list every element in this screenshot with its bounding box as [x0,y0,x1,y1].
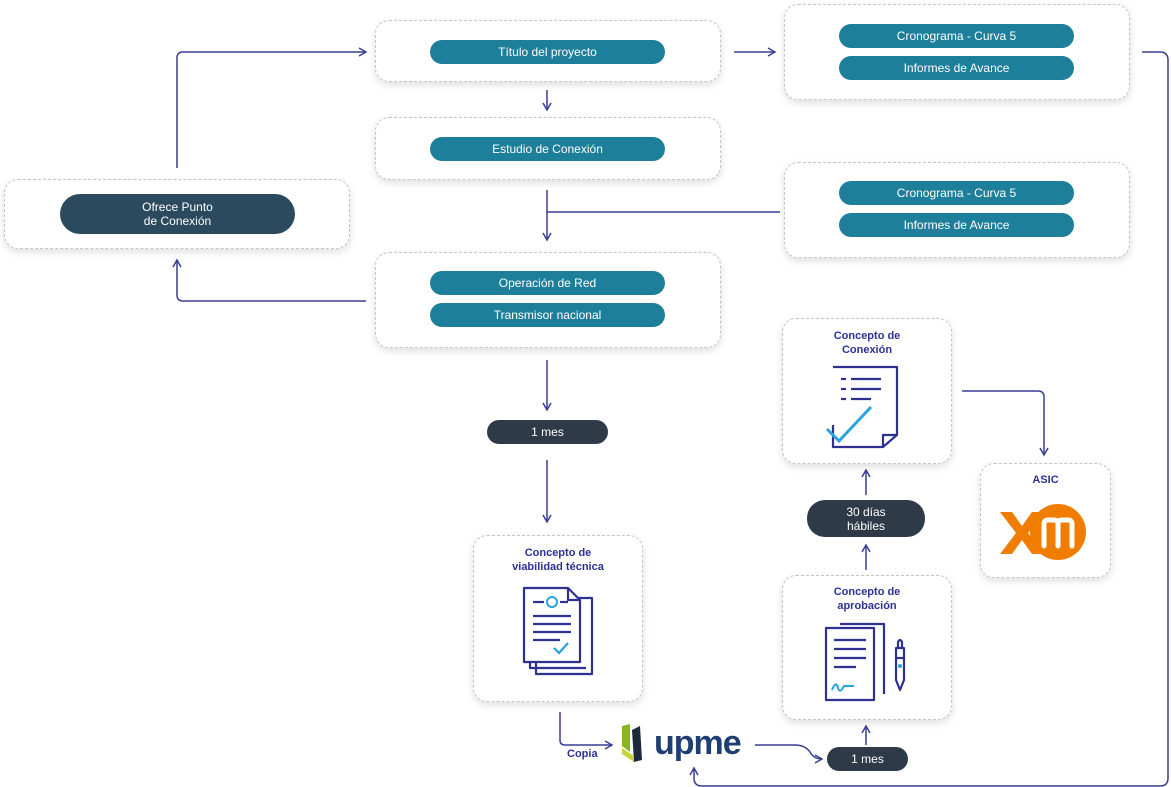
ofrece-pill[interactable]: Ofrece Punto de Conexión [60,194,295,234]
arrow-conexion-to-asic [962,390,1049,457]
mes-pill-2[interactable]: 1 mes [827,747,908,771]
arrow-ofrece-to-titulo [176,47,368,168]
arrow-upme-to-mes [755,744,824,764]
transmisor-pill[interactable]: Transmisor nacional [430,303,665,327]
svg-text:upme: upme [654,724,741,762]
cronograma-card-2 [784,162,1130,258]
arrow-viabilidad-to-upme [559,712,614,750]
asic-title: ASIC [1032,474,1059,486]
document-check-icon [825,365,899,449]
documents-pen-icon [824,622,906,702]
operacion-card [375,252,721,348]
operacion-pill[interactable]: Operación de Red [430,271,665,295]
documents-stack-icon [522,586,594,676]
copia-label: Copia [567,748,598,760]
cronograma-card-1 [784,4,1130,100]
arrow-cronograma-loop-to-upme [689,51,1169,787]
arrow-operacion-to-ofrece [172,258,366,302]
titulo-pill[interactable]: Título del proyecto [430,40,665,64]
mes-pill-1[interactable]: 1 mes [487,420,608,444]
estudio-pill[interactable]: Estudio de Conexión [430,137,665,161]
cronograma-pill-2[interactable]: Cronograma - Curva 5 [839,181,1074,205]
cronograma-pill-1[interactable]: Cronograma - Curva 5 [839,24,1074,48]
informes-pill-1[interactable]: Informes de Avance [839,56,1074,80]
conexion-card [782,318,952,464]
upme-logo-icon: upme [622,724,742,762]
xm-logo-icon [1000,504,1086,560]
aprobacion-title: Concepto de aprobación [833,586,901,612]
conexion-title: Concepto de Conexión [833,330,901,356]
dias-pill[interactable]: 30 días hábiles [807,500,925,537]
informes-pill-2[interactable]: Informes de Avance [839,213,1074,237]
viabilidad-title: Concepto de viabilidad técnica [512,547,604,573]
